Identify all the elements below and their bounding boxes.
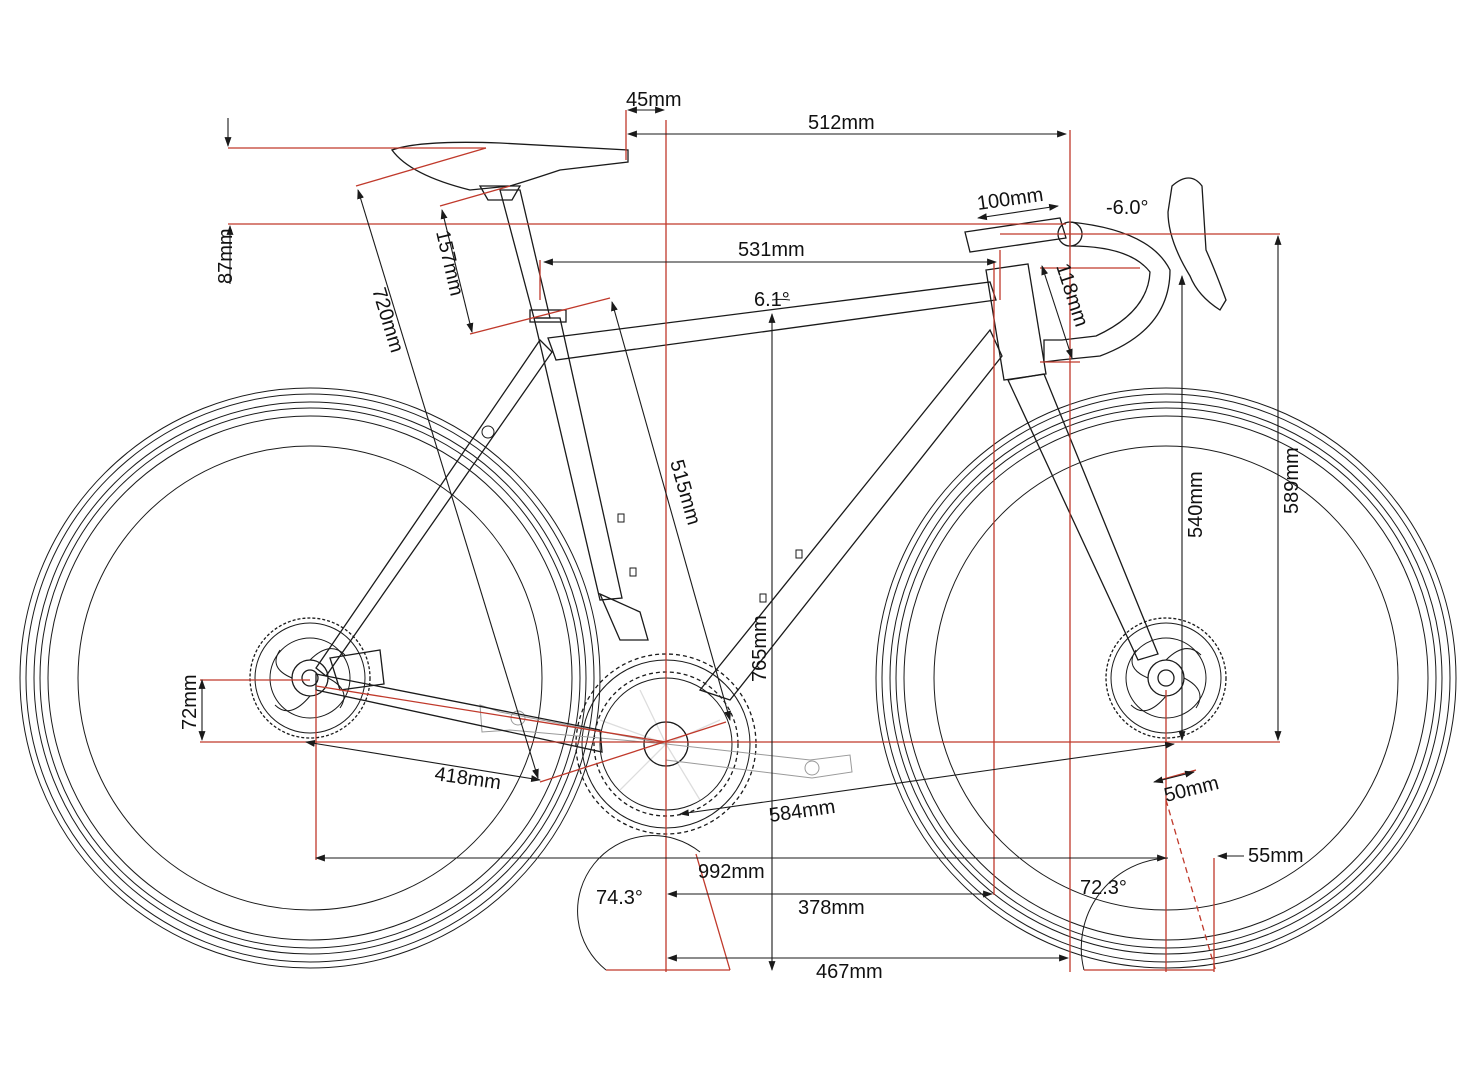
dimension-lines (198, 106, 1282, 971)
saddle (390, 141, 629, 201)
top-tube-label: 531mm (738, 239, 805, 261)
seat-angle-label: 74.3° (596, 887, 643, 909)
reach-label: 378mm (798, 897, 865, 919)
bar-drop-label: 87mm (215, 228, 237, 284)
stack-handlebar-label: 540mm (1185, 471, 1207, 538)
rear-wheel (19, 387, 601, 969)
head-angle-label: 72.3° (1080, 877, 1127, 899)
stem-angle-label: -6.0° (1106, 197, 1148, 219)
rear-disc-rotor (249, 617, 371, 739)
setback-label: 45mm (626, 89, 682, 111)
saddle-reach-label: 512mm (808, 112, 875, 134)
wheelbase-label: 992mm (698, 861, 765, 883)
dimension-labels: 45mm 512mm 100mm -6.0° 87mm 157mm 531mm … (179, 89, 1304, 983)
saddle-height-label: 720mm (367, 285, 408, 355)
seat-tube-label: 515mm (665, 457, 705, 527)
top-tube-angle-label: 6.1° (754, 289, 790, 311)
bb-drop-label: 72mm (179, 674, 201, 730)
head-tube-label: 118mm (1051, 261, 1092, 330)
bb-height-label: 765mm (749, 615, 771, 682)
seat-extension-label: 157mm (431, 228, 467, 298)
stack-bar-total-label: 589mm (1281, 447, 1303, 514)
chainstay-label: 418mm (433, 763, 502, 794)
angle-arcs (577, 298, 1214, 971)
reach-bar-label: 467mm (816, 961, 883, 983)
trail-label: 55mm (1248, 845, 1304, 867)
stem-length-label: 100mm (976, 184, 1045, 215)
